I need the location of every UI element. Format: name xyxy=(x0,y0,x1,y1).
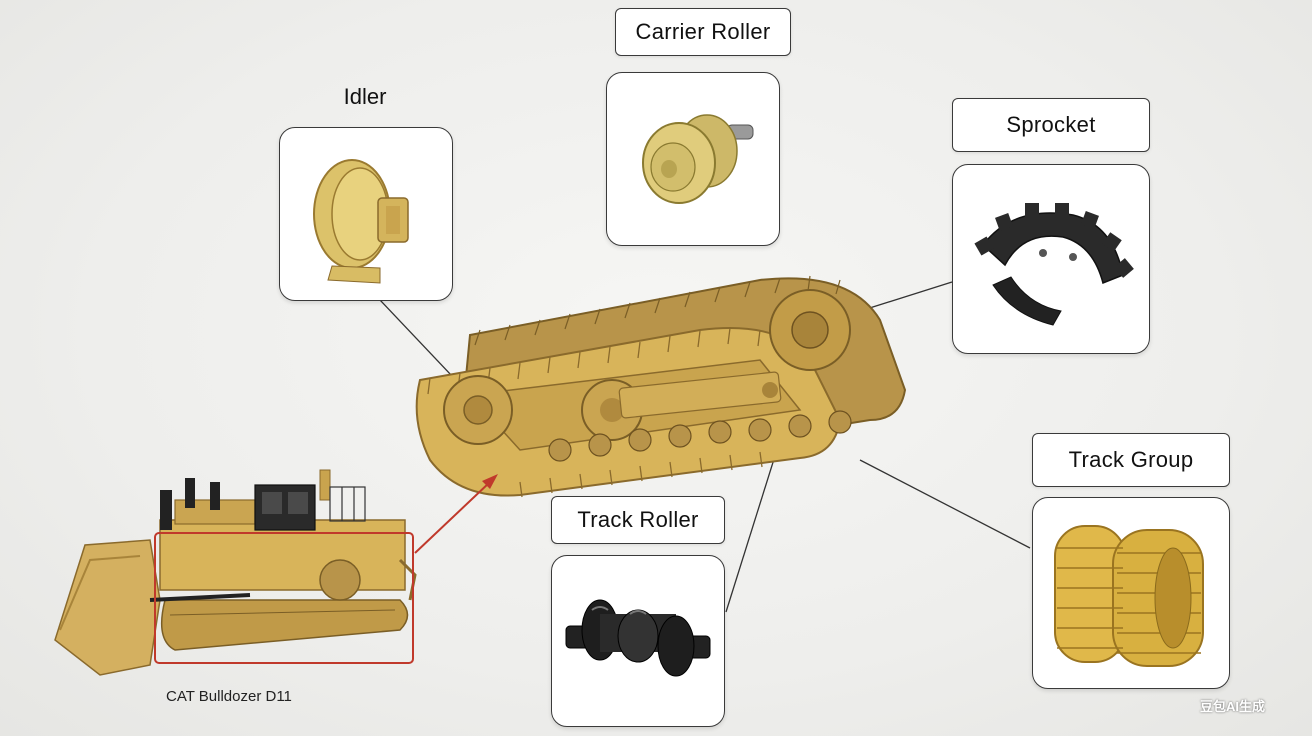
track-roller-card xyxy=(551,555,725,727)
bulldozer-illustration xyxy=(54,469,417,676)
sprocket-icon xyxy=(974,203,1134,326)
highlight-arrow-line xyxy=(414,481,491,554)
bulldozer-caption: CAT Bulldozer D11 xyxy=(166,688,292,705)
track-roller-connector xyxy=(725,439,781,613)
highlight-arrow-head xyxy=(482,474,498,489)
undercarriage-assembly xyxy=(415,275,907,498)
carrier-roller-label: Carrier Roller xyxy=(615,8,791,56)
track-group-icon xyxy=(1054,525,1204,667)
idler-icon xyxy=(313,159,409,284)
idler-label: Idler xyxy=(343,84,387,109)
sprocket-card xyxy=(952,164,1150,354)
carrier-roller-card xyxy=(606,72,780,246)
track-roller-icon xyxy=(565,599,711,677)
track-roller-label: Track Roller xyxy=(551,496,725,544)
sprocket-label: Sprocket xyxy=(952,98,1150,152)
highlight-box xyxy=(154,532,414,664)
track-group-connector xyxy=(859,459,1031,549)
watermark: 豆包AI生成 xyxy=(1200,699,1266,714)
track-group-card xyxy=(1032,497,1230,689)
track-group-label: Track Group xyxy=(1032,433,1230,487)
carrier-roller-icon xyxy=(642,114,754,204)
idler-card xyxy=(279,127,453,301)
